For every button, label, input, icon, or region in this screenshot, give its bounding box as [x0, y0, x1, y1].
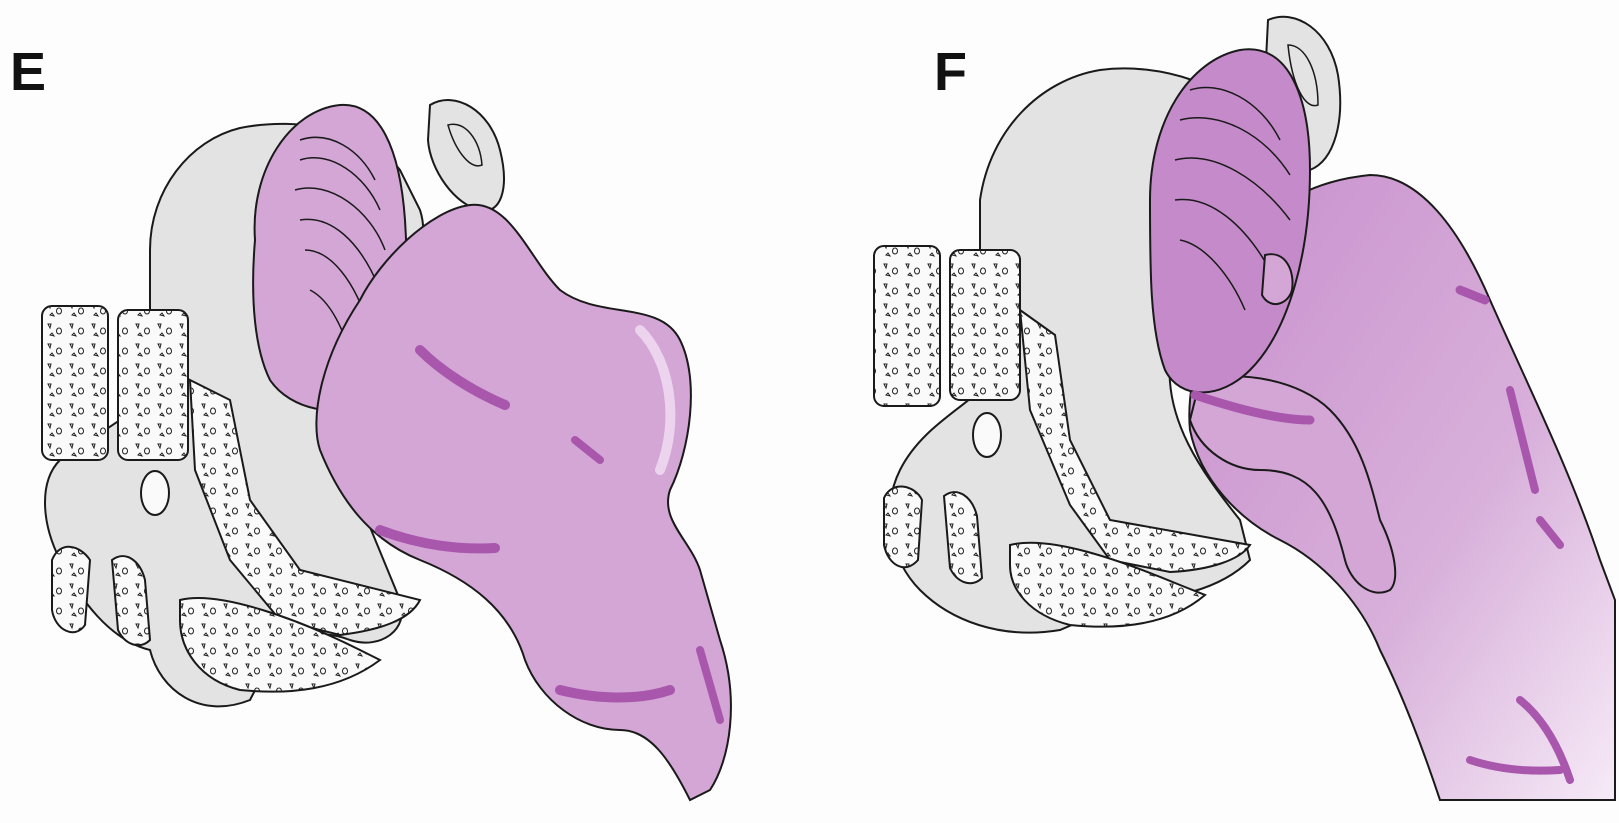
panel-e [42, 100, 731, 800]
vertebra-e-2 [118, 310, 188, 460]
vertebra-e-1 [42, 306, 108, 460]
ilium-piece-f-1 [884, 486, 922, 567]
foramen-f [973, 413, 1001, 457]
vertebra-f-2 [950, 250, 1020, 400]
baby-body-e [316, 205, 731, 800]
foramen-e [141, 471, 169, 515]
pubic-bone-e [428, 100, 504, 211]
vertebra-f-1 [874, 246, 940, 406]
ilium-piece-e-1 [52, 547, 90, 632]
panel-f [874, 17, 1615, 800]
